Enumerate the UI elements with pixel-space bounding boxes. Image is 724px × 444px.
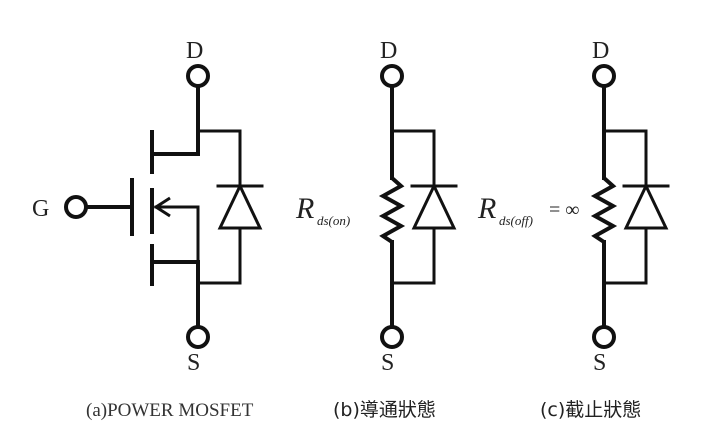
caption-b: (b)導通狀態 [333,399,436,421]
source-label-b: S [381,350,394,376]
source-terminal-c [592,325,616,349]
body-arrow-icon-a [153,196,171,218]
resistance-value-c: = ∞ [549,199,580,221]
panel-c-off-state: D S R ds(off) = ∞ (c)截止狀態 [477,38,670,421]
resistor-icon-b [378,176,406,244]
gate-terminal-a [64,195,88,219]
resistance-subscript-c: ds(off) [499,213,533,228]
resistance-subscript-b: ds(on) [317,213,350,228]
resistor-icon-c [590,176,618,244]
panel-a-mosfet: D G S (a)POWER MOSFET [32,38,264,421]
diode-triangle-b [411,182,457,230]
source-terminal-a [186,325,210,349]
drain-label-a: D [186,38,203,64]
drain-label-b: D [380,38,397,64]
diode-triangle-c [623,182,669,230]
source-label-a: S [187,350,200,376]
drain-terminal-a [186,64,210,88]
source-label-c: S [593,350,606,376]
source-terminal-b [380,325,404,349]
panel-b-on-state: D S R ds(on) (b)導通狀態 [295,38,458,421]
diode-triangle-a [217,182,263,230]
drain-terminal-b [380,64,404,88]
drain-label-c: D [592,38,609,64]
caption-c: (c)截止狀態 [540,399,641,421]
resistance-symbol-b: R [295,192,314,225]
resistance-symbol-c: R [477,192,496,225]
drain-terminal-c [592,64,616,88]
caption-a: (a)POWER MOSFET [86,400,254,421]
gate-label-a: G [32,196,49,222]
